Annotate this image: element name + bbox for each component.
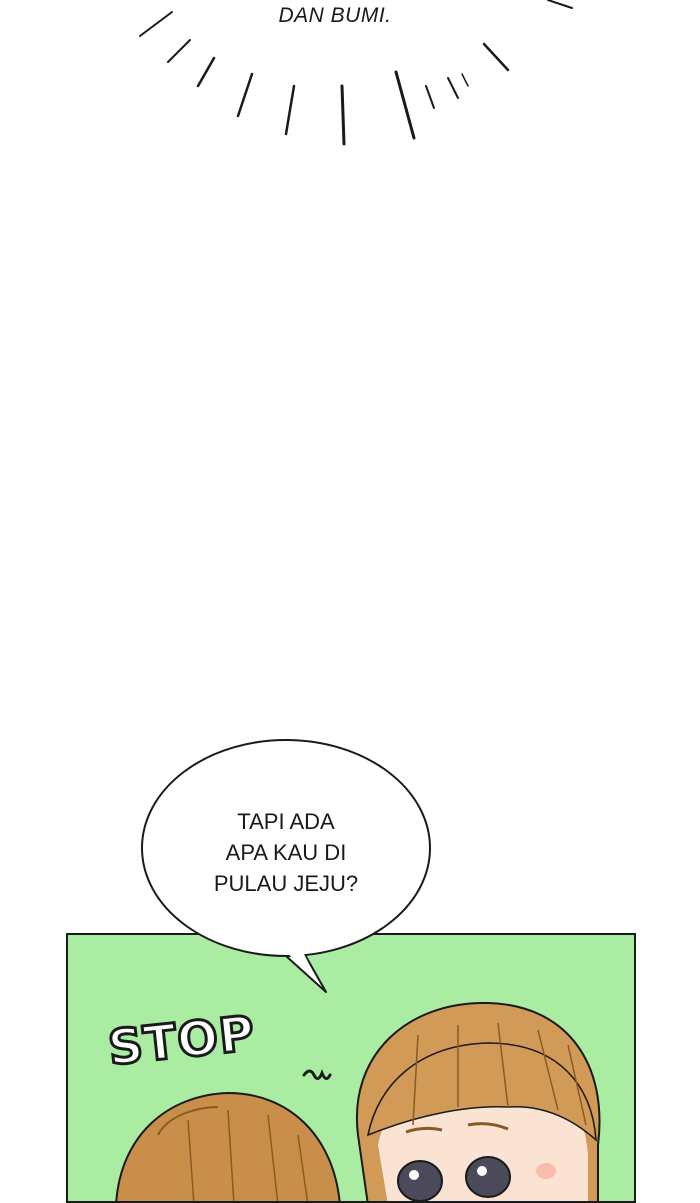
top-caption: DAN BUMI.	[278, 4, 392, 27]
speech-bubble-text: TAPI ADA APA KAU DI PULAU JEJU?	[176, 806, 396, 899]
comic-panel: STOP	[66, 933, 636, 1203]
radial-speed-lines	[139, 0, 573, 146]
right-eye	[465, 1156, 511, 1198]
bubble-line: PULAU JEJU?	[213, 871, 359, 896]
left-character	[115, 1091, 341, 1201]
bubble-line: TAPI ADA	[237, 809, 335, 834]
right-character	[355, 1001, 601, 1201]
panel-artwork	[115, 1001, 601, 1201]
squiggle-mark	[302, 1068, 332, 1080]
bubble-line: APA KAU DI	[225, 840, 347, 865]
speech-bubble	[141, 739, 431, 993]
left-eye	[397, 1160, 443, 1201]
